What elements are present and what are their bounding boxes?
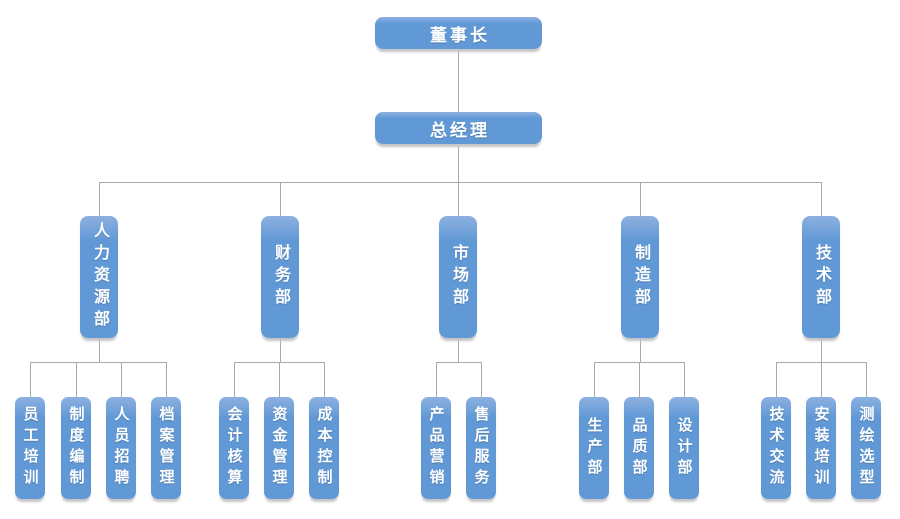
node-sub-policy-drafting: 制度编制 xyxy=(61,397,91,499)
node-label: 安装培训 xyxy=(812,406,830,490)
node-sub-archives-management: 档案管理 xyxy=(151,397,181,499)
connector-line xyxy=(324,362,325,397)
node-label: 档案管理 xyxy=(157,406,175,490)
node-label: 生产部 xyxy=(585,416,603,480)
connector-line xyxy=(166,362,167,397)
node-sub-surveying-selection: 测绘选型 xyxy=(851,397,881,499)
node-sub-quality-dept: 品质部 xyxy=(624,397,654,499)
node-label: 人力资源部 xyxy=(91,222,108,332)
node-general-manager: 总经理 xyxy=(375,112,542,144)
node-label: 技术交流 xyxy=(767,406,785,490)
node-label: 资金管理 xyxy=(270,406,288,490)
connector-line xyxy=(99,182,821,183)
connector-line xyxy=(30,362,166,363)
connector-line xyxy=(776,362,777,397)
connector-line xyxy=(640,182,641,216)
node-sub-cost-control: 成本控制 xyxy=(309,397,339,499)
connector-line xyxy=(234,362,235,397)
node-label: 财务部 xyxy=(272,244,289,310)
node-label: 品质部 xyxy=(630,416,648,480)
connector-line xyxy=(458,49,459,112)
node-label: 会计核算 xyxy=(225,406,243,490)
node-label: 市场部 xyxy=(450,244,467,310)
node-dept-technology: 技术部 xyxy=(802,216,840,338)
node-sub-accounting: 会计核算 xyxy=(219,397,249,499)
node-sub-fund-management: 资金管理 xyxy=(264,397,294,499)
node-chairman: 董事长 xyxy=(375,17,542,49)
node-label: 制度编制 xyxy=(67,406,85,490)
node-sub-installation-training: 安装培训 xyxy=(806,397,836,499)
connector-line xyxy=(821,362,822,397)
connector-line xyxy=(640,338,641,362)
connector-line xyxy=(99,182,100,216)
node-sub-technical-exchange: 技术交流 xyxy=(761,397,791,499)
connector-line xyxy=(436,362,481,363)
node-sub-design-dept: 设计部 xyxy=(669,397,699,499)
connector-line xyxy=(279,362,280,397)
connector-line xyxy=(30,362,31,397)
connector-line xyxy=(821,338,822,362)
node-dept-finance: 财务部 xyxy=(261,216,299,338)
node-dept-marketing: 市场部 xyxy=(439,216,477,338)
connector-line xyxy=(458,338,459,362)
connector-line xyxy=(280,182,281,216)
connector-line xyxy=(280,338,281,362)
connector-line xyxy=(458,144,459,182)
connector-line xyxy=(481,362,482,397)
node-sub-after-sales-service: 售后服务 xyxy=(466,397,496,499)
node-sub-employee-training: 员工培训 xyxy=(15,397,45,499)
node-label: 董事长 xyxy=(430,25,490,45)
connector-line xyxy=(684,362,685,397)
node-dept-manufacturing: 制造部 xyxy=(621,216,659,338)
node-label: 员工培训 xyxy=(21,406,39,490)
connector-line xyxy=(99,338,100,362)
node-label: 设计部 xyxy=(675,416,693,480)
node-label: 售后服务 xyxy=(472,406,490,490)
node-label: 制造部 xyxy=(632,244,649,310)
node-label: 人员招聘 xyxy=(112,406,130,490)
node-label: 测绘选型 xyxy=(857,406,875,490)
node-sub-product-marketing: 产品营销 xyxy=(421,397,451,499)
connector-line xyxy=(821,182,822,216)
connector-line xyxy=(76,362,77,397)
node-dept-human-resources: 人力资源部 xyxy=(80,216,118,338)
node-sub-production-dept: 生产部 xyxy=(579,397,609,499)
connector-line xyxy=(594,362,595,397)
connector-line xyxy=(639,362,640,397)
connector-line xyxy=(121,362,122,397)
connector-line xyxy=(436,362,437,397)
connector-line xyxy=(458,182,459,216)
node-label: 成本控制 xyxy=(315,406,333,490)
node-label: 技术部 xyxy=(813,244,830,310)
node-label: 总经理 xyxy=(430,120,490,140)
connector-line xyxy=(866,362,867,397)
node-label: 产品营销 xyxy=(427,406,445,490)
node-sub-recruitment: 人员招聘 xyxy=(106,397,136,499)
